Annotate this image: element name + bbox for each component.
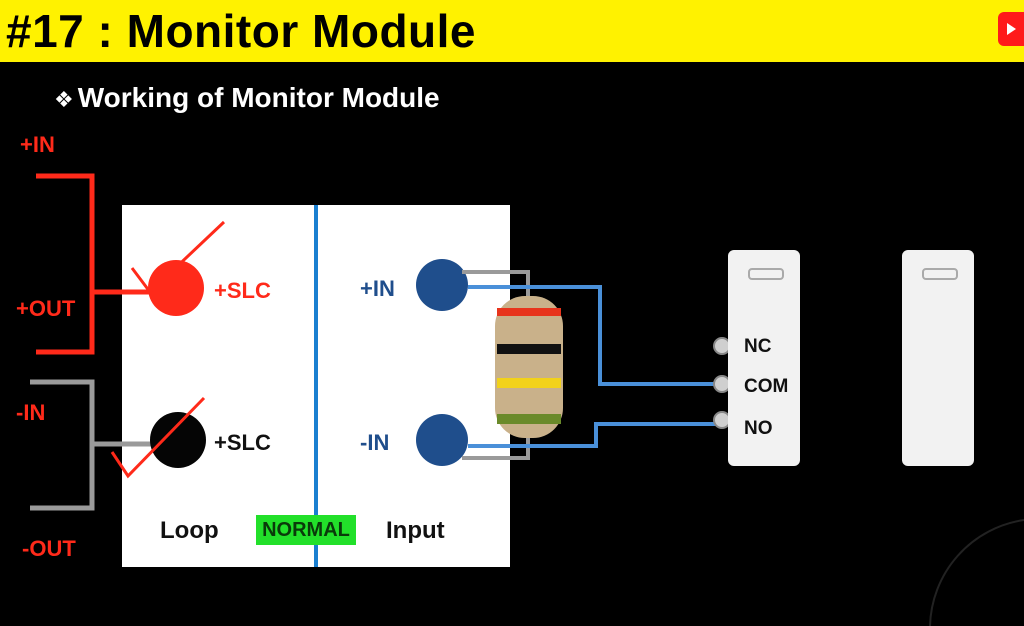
- plus-loop-wire: [36, 173, 95, 355]
- slc-black-screw-mark: [110, 396, 206, 479]
- input-minus-label: -IN: [360, 430, 390, 455]
- section-heading-text: Working of Monitor Module: [77, 82, 440, 113]
- no-label: NO: [744, 418, 773, 439]
- section-heading: ❖Working of Monitor Module: [54, 80, 440, 118]
- resistor-band-yellow: [497, 378, 561, 388]
- status-badge: NORMAL: [256, 515, 356, 545]
- logo-watermark: [929, 519, 1024, 626]
- input-plus-terminal: [416, 259, 468, 311]
- no-wire: [468, 422, 742, 448]
- bullet-icon: ❖: [54, 87, 74, 112]
- page-title: #17 : Monitor Module: [6, 5, 476, 57]
- resistor-band-black: [497, 344, 561, 354]
- switch-slot: [748, 268, 784, 280]
- eol-resistor: [495, 296, 563, 438]
- minus-in-label: -IN: [16, 400, 46, 425]
- resistor-bottom-lead: [462, 432, 530, 460]
- plus-in-label: +IN: [20, 132, 55, 157]
- title-bar: #17 : Monitor Module: [0, 0, 1024, 62]
- play-icon[interactable]: [998, 12, 1024, 46]
- slc-positive-label: +SLC: [214, 278, 271, 303]
- com-label: COM: [744, 376, 789, 397]
- slc-black-terminal: [150, 412, 206, 468]
- slc-positive-terminal: [148, 260, 204, 316]
- magnet-slot: [922, 268, 958, 280]
- magnet-block: [902, 250, 974, 466]
- contact-switch: [728, 250, 800, 466]
- input-label: Input: [386, 517, 445, 544]
- slc-black-label: +SLC: [214, 430, 271, 455]
- com-wire: [468, 285, 742, 386]
- module-divider: [314, 205, 318, 567]
- nc-label: NC: [744, 336, 772, 357]
- resistor-top-lead: [462, 270, 530, 300]
- input-minus-terminal: [416, 414, 468, 466]
- slc-positive-screw-mark: [130, 220, 226, 295]
- resistor-band-red: [497, 308, 561, 316]
- minus-out-label: -OUT: [22, 536, 76, 561]
- plus-out-label: +OUT: [16, 296, 76, 321]
- loop-label: Loop: [160, 517, 219, 544]
- resistor-band-green: [497, 414, 561, 424]
- input-plus-label: +IN: [360, 276, 395, 301]
